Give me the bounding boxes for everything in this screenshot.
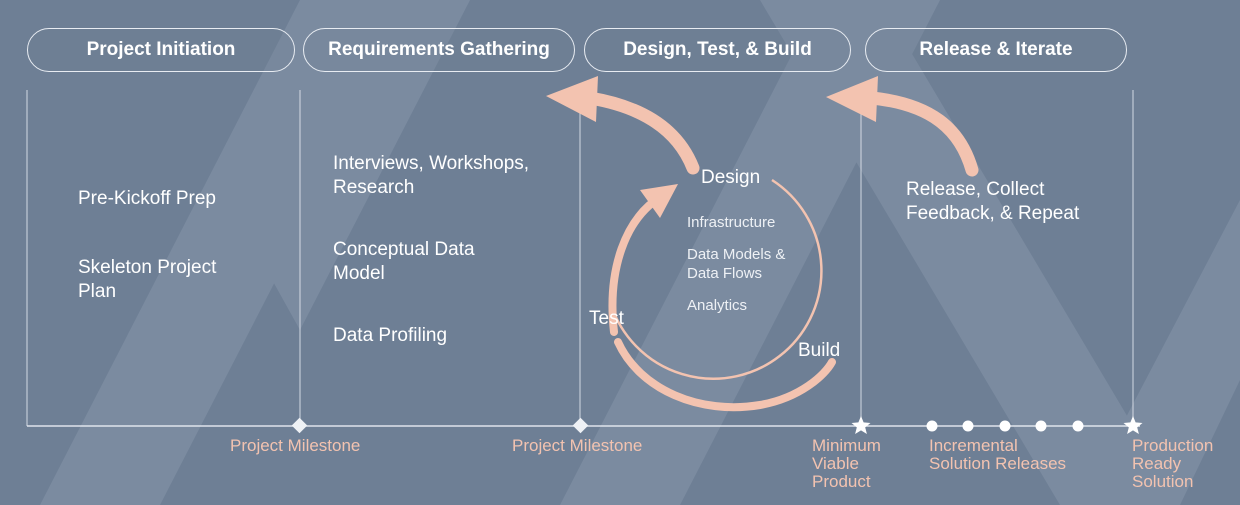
phase-requirements-gathering: Requirements Gathering bbox=[303, 28, 575, 72]
arrow-to-requirements-icon bbox=[546, 76, 700, 175]
cycle-item-analytics: Analytics bbox=[687, 297, 748, 314]
requirements-item-1: Interviews, Workshops, Research bbox=[333, 153, 530, 198]
background-watermark bbox=[40, 0, 1240, 505]
cycle-graphic bbox=[608, 178, 836, 412]
mvp-star-icon bbox=[851, 416, 871, 434]
milestone-label-mvp: Minimum Viable Product bbox=[812, 436, 881, 491]
milestone-label-1: Project Milestone bbox=[230, 436, 361, 455]
milestone-diamond-2 bbox=[572, 417, 589, 434]
column-dividers bbox=[26, 90, 1134, 426]
release-dots bbox=[926, 420, 1084, 432]
cycle-label-design: Design bbox=[701, 167, 761, 188]
initiation-item-1: Pre-Kickoff Prep bbox=[78, 188, 216, 209]
arrow-to-design-icon bbox=[826, 76, 979, 177]
initiation-item-2: Skeleton Project Plan bbox=[78, 257, 217, 302]
production-star-icon bbox=[1123, 416, 1143, 434]
cycle-label-build: Build bbox=[798, 340, 841, 361]
phase-label: Design, Test, & Build bbox=[623, 39, 812, 60]
phase-design-test-build: Design, Test, & Build bbox=[584, 28, 851, 72]
cycle-item-data-models: Data Models & Data Flows bbox=[687, 246, 786, 282]
phase-label: Release & Iterate bbox=[919, 39, 1073, 60]
cycle-item-infrastructure: Infrastructure bbox=[687, 214, 776, 231]
milestone-label-production: Production Ready Solution bbox=[1132, 436, 1214, 491]
phase-label: Requirements Gathering bbox=[328, 39, 550, 60]
milestone-diamond-1 bbox=[291, 417, 308, 434]
phase-label: Project Initiation bbox=[86, 39, 236, 60]
release-text: Release, Collect Feedback, & Repeat bbox=[906, 179, 1080, 224]
phase-release-iterate: Release & Iterate bbox=[865, 28, 1127, 72]
phase-project-initiation: Project Initiation bbox=[27, 28, 295, 72]
milestone-label-incremental: Incremental Solution Releases bbox=[929, 436, 1067, 473]
requirements-item-2: Conceptual Data Model bbox=[333, 239, 475, 284]
milestone-label-2: Project Milestone bbox=[512, 436, 643, 455]
cycle-label-test: Test bbox=[589, 308, 624, 329]
requirements-item-3: Data Profiling bbox=[333, 325, 448, 346]
